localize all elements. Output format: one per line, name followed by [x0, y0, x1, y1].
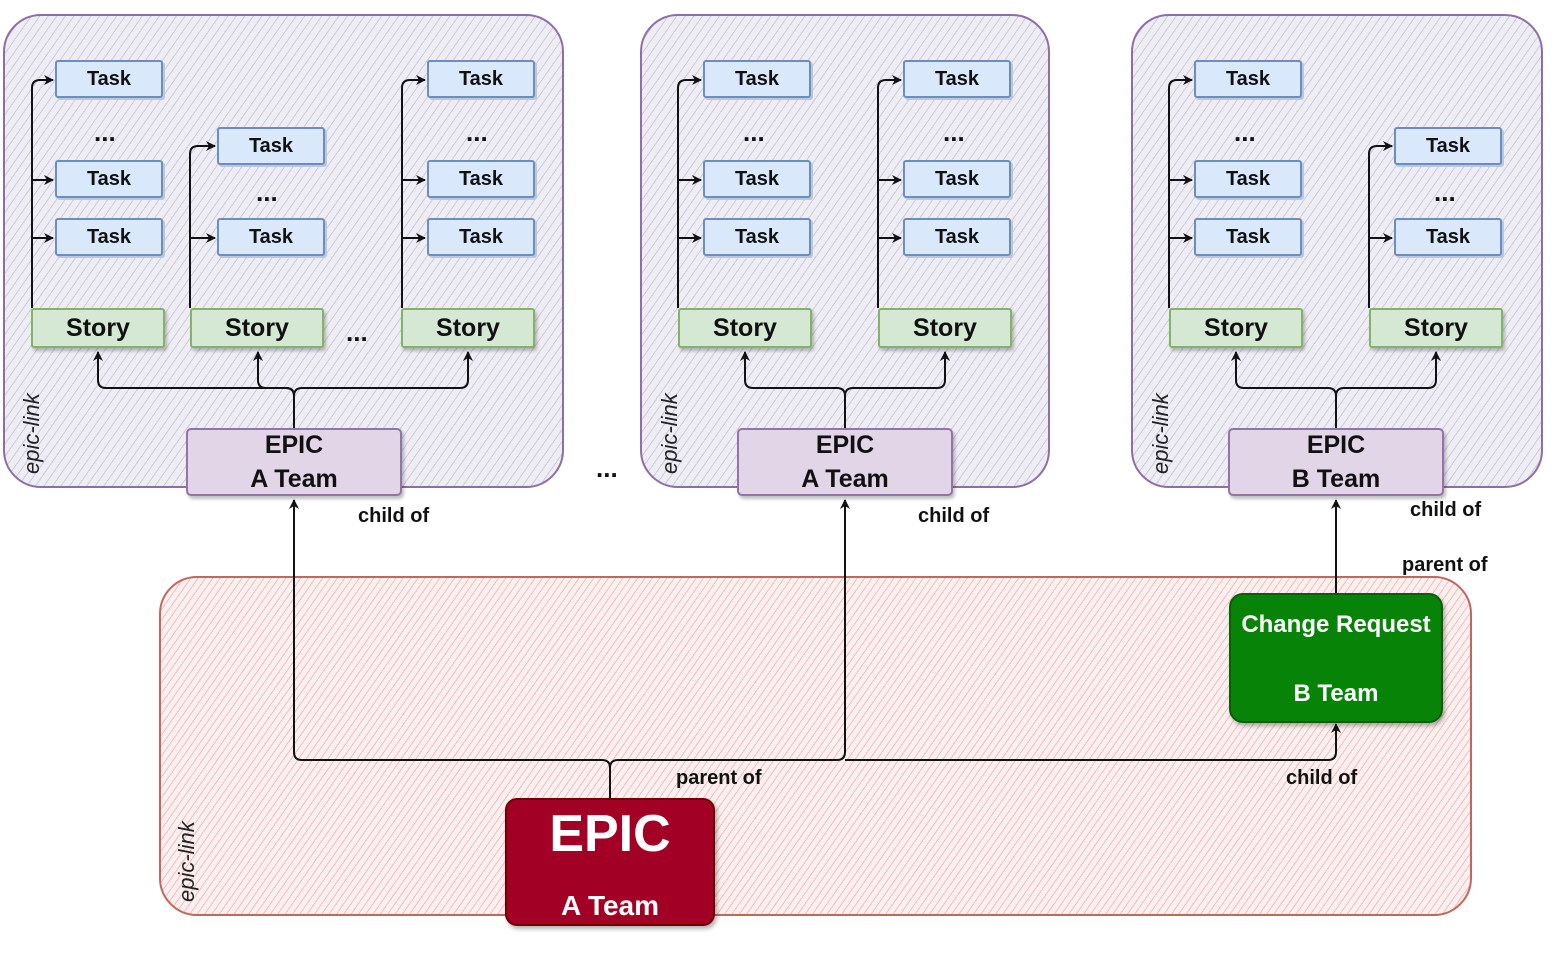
- task-card: Task: [1194, 60, 1302, 98]
- task-ellipsis: ...: [1434, 177, 1456, 207]
- task-card: Task: [217, 127, 325, 165]
- task-ellipsis: ...: [1234, 117, 1256, 147]
- task-card: Task: [55, 218, 163, 256]
- task-card: Task: [427, 218, 535, 256]
- main-epic-team: A Team: [560, 890, 660, 921]
- task-card: Task: [1194, 218, 1302, 256]
- task-ellipsis: ...: [94, 117, 116, 147]
- change-request-card: Change Request B Team: [1229, 593, 1443, 723]
- task-ellipsis: ...: [256, 177, 278, 207]
- story-card: Story: [1369, 308, 1503, 348]
- epic-team: B Team: [1291, 465, 1381, 493]
- change-request-team: B Team: [1293, 680, 1379, 707]
- story-card: Story: [1169, 308, 1303, 348]
- story-card: Story: [878, 308, 1012, 348]
- task-card: Task: [1394, 218, 1502, 256]
- task-card: Task: [903, 60, 1011, 98]
- epic-team: A Team: [250, 465, 338, 493]
- change-request-title: Change Request: [1241, 611, 1431, 638]
- child-of-label: child of: [358, 505, 430, 527]
- parent-of-label: parent of: [1402, 554, 1488, 576]
- task-card: Task: [703, 218, 811, 256]
- task-card: Task: [903, 160, 1011, 198]
- task-ellipsis: ...: [466, 117, 488, 147]
- task-card: Task: [217, 218, 325, 256]
- story-card: Story: [401, 308, 535, 348]
- task-card: Task: [903, 218, 1011, 256]
- epic-link-label: epic-link: [657, 393, 682, 474]
- epic-title: EPIC: [815, 431, 875, 459]
- story-card: Story: [31, 308, 165, 348]
- task-card: Task: [55, 60, 163, 98]
- epic-title: EPIC: [264, 431, 324, 459]
- task-card: Task: [55, 160, 163, 198]
- epic-b-team-card: EPIC B Team: [1228, 428, 1444, 496]
- story-ellipsis: ...: [346, 317, 368, 347]
- task-ellipsis: ...: [943, 117, 965, 147]
- task-card: Task: [1194, 160, 1302, 198]
- task-card: Task: [703, 160, 811, 198]
- child-of-label: child of: [1286, 767, 1358, 789]
- epic-team: A Team: [801, 465, 889, 493]
- task-card: Task: [427, 60, 535, 98]
- epic-a-team-card: EPIC A Team: [186, 428, 402, 496]
- epic-a-team-card: EPIC A Team: [737, 428, 953, 496]
- story-card: Story: [190, 308, 324, 348]
- epic-title: EPIC: [1306, 431, 1366, 459]
- child-of-label: child of: [1410, 499, 1482, 521]
- task-card: Task: [703, 60, 811, 98]
- child-of-label: child of: [918, 505, 990, 527]
- parent-of-label: parent of: [676, 767, 762, 789]
- epic-link-label: epic-link: [1148, 393, 1173, 474]
- task-card: Task: [427, 160, 535, 198]
- story-card: Story: [678, 308, 812, 348]
- main-epic-title: EPIC: [549, 805, 671, 863]
- task-card: Task: [1394, 127, 1502, 165]
- task-ellipsis: ...: [743, 117, 765, 147]
- epic-link-label: epic-link: [174, 821, 199, 902]
- groups-ellipsis: ...: [596, 453, 618, 483]
- epic-link-label: epic-link: [19, 393, 44, 474]
- main-epic-card: EPIC A Team: [505, 798, 715, 926]
